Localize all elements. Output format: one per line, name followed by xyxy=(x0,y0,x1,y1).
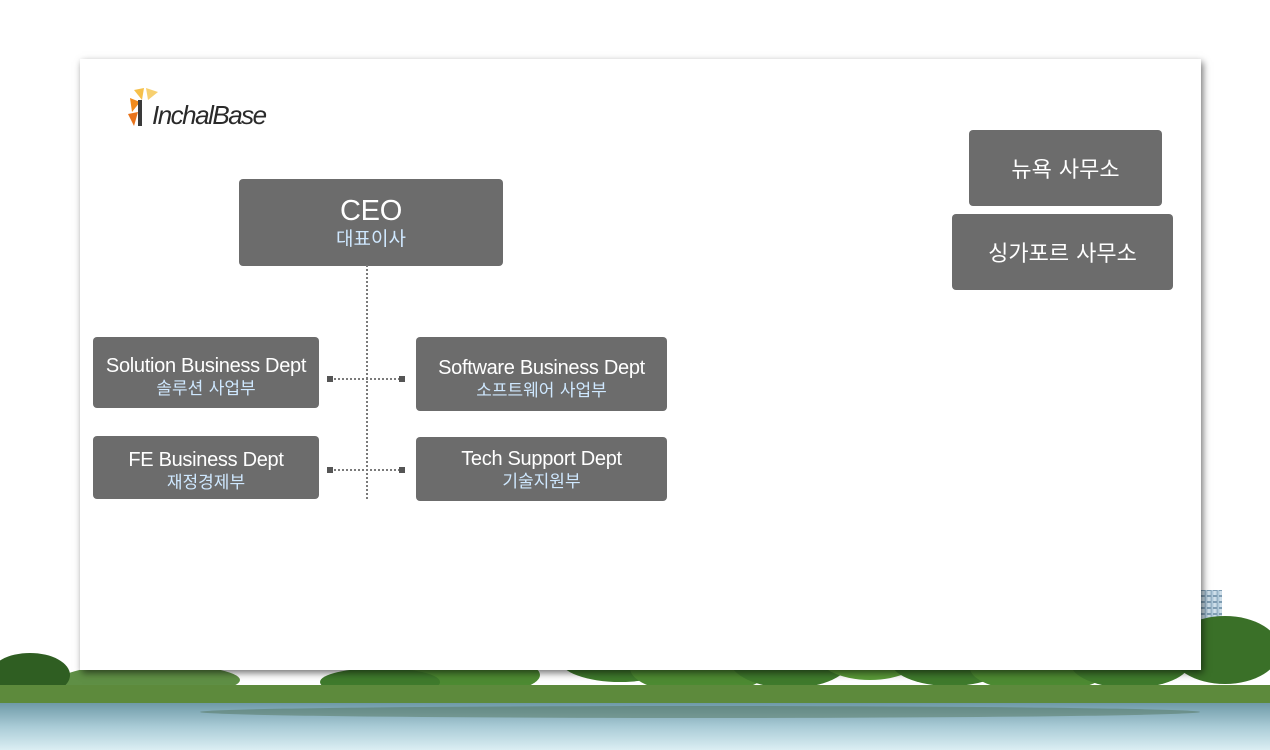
dept-tech-ko: 기술지원부 xyxy=(502,472,581,492)
dept-software-en: Software Business Dept xyxy=(438,357,645,379)
connector-node xyxy=(399,467,405,473)
connector-node xyxy=(327,376,333,382)
dept-fe-en: FE Business Dept xyxy=(128,449,284,471)
dept-tech-box[interactable]: Tech Support Dept 기술지원부 xyxy=(416,437,667,501)
logo-sun-icon xyxy=(128,88,158,126)
logo-text: InchalBase xyxy=(152,100,267,130)
org-vertical-connector xyxy=(366,265,368,499)
connector-node xyxy=(399,376,405,382)
connector-solution xyxy=(330,378,404,380)
office-newyork-label: 뉴욕 사무소 xyxy=(1011,158,1120,183)
ceo-title-en: CEO xyxy=(340,195,402,227)
dept-solution-en: Solution Business Dept xyxy=(105,355,307,377)
connector-node xyxy=(327,467,333,473)
dept-solution-box[interactable]: Solution Business Dept 솔루션 사업부 xyxy=(93,337,319,408)
ceo-title-ko: 대표이사 xyxy=(336,228,406,250)
office-newyork-button[interactable]: 뉴욕 사무소 xyxy=(969,130,1162,206)
office-singapore-label: 싱가포르 사무소 xyxy=(988,242,1137,267)
dept-software-ko: 소프트웨어 사업부 xyxy=(476,381,607,401)
inchalbase-logo[interactable]: InchalBase xyxy=(128,86,280,132)
dept-tech-en: Tech Support Dept xyxy=(461,448,622,470)
dept-fe-box[interactable]: FE Business Dept 재정경제부 xyxy=(93,436,319,499)
connector-fe xyxy=(330,469,404,471)
dept-fe-ko: 재정경제부 xyxy=(166,473,246,493)
dept-solution-ko: 솔루션 사업부 xyxy=(156,379,256,399)
lake xyxy=(0,703,1270,750)
ceo-box[interactable]: CEO 대표이사 xyxy=(239,179,503,266)
office-singapore-button[interactable]: 싱가포르 사무소 xyxy=(952,214,1173,290)
dept-software-box[interactable]: Software Business Dept 소프트웨어 사업부 xyxy=(416,337,667,411)
